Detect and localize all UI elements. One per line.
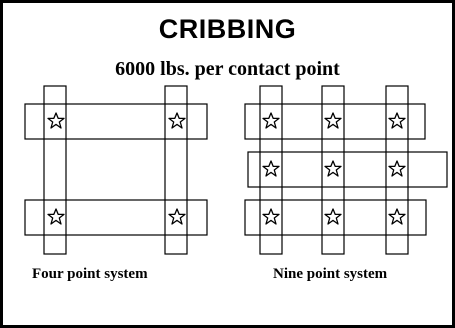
four-point-system (24, 85, 208, 255)
nine-point-caption: Nine point system (273, 266, 388, 282)
figure-subtitle: 6000 lbs. per contact point (115, 58, 340, 80)
nine-point-system (244, 85, 448, 255)
horizontal-timber (247, 151, 448, 188)
figure-title: CRIBBING (158, 14, 297, 44)
four-point-caption: Four point system (32, 266, 148, 282)
